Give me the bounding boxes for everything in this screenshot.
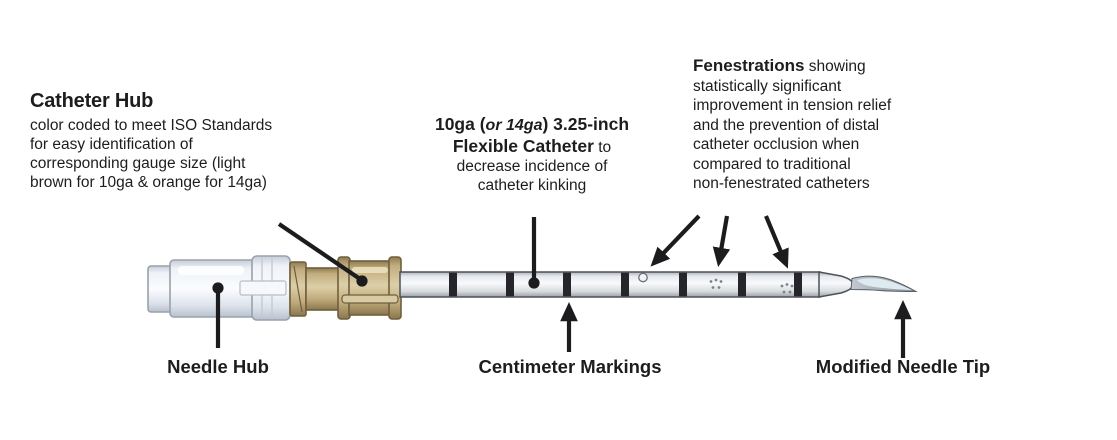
- needle-bevel: [857, 278, 912, 291]
- fenestrations-callout: Fenestrations showing statistically sign…: [693, 56, 945, 194]
- leader-dot: [528, 277, 540, 289]
- catheter-hub-description-line: corresponding gauge size (light: [30, 155, 246, 172]
- catheter-tip-taper: [818, 271, 854, 298]
- catheter-hub-graphic: [289, 256, 402, 320]
- flexible-catheter-gauge: 10ga (: [434, 114, 486, 134]
- fenestrations-lead-line: Fenestrations showing: [693, 56, 945, 77]
- needle-hub-flange: [147, 265, 173, 313]
- centimeter-marking: [563, 272, 571, 297]
- leader-lines: [215, 214, 912, 358]
- catheter-shaft: [399, 271, 821, 298]
- fenestrations-description-line: catheter occlusion when: [693, 136, 860, 153]
- modified-needle-tip-label: Modified Needle Tip: [815, 356, 991, 377]
- fenestration-hole-cluster: [709, 278, 723, 289]
- needle-tip-graphic: [850, 275, 918, 293]
- flexible-catheter-callout: 10ga (or 14ga) 3.25-inch Flexible Cathet…: [393, 114, 671, 195]
- catheter-hub-description: color coded to meet ISO Standards for ea…: [30, 116, 340, 192]
- fenestrations-description-line: non-fenestrated catheters: [693, 175, 870, 192]
- centimeter-marking: [621, 272, 629, 297]
- centimeter-markings-graphic: [449, 272, 802, 297]
- flexible-catheter-title-line1: 10ga (or 14ga) 3.25-inch: [393, 114, 671, 136]
- flexible-catheter-length: ) 3.25-inch: [542, 114, 630, 134]
- needle-hub-label: Needle Hub: [167, 356, 269, 377]
- catheter-shaft-graphic: [399, 271, 854, 298]
- leader-dot: [356, 275, 368, 287]
- flexible-catheter-title-line2: Flexible Catheter to: [393, 136, 671, 157]
- centimeter-marking: [679, 272, 687, 297]
- fenestration-hole: [638, 272, 648, 283]
- flexible-catheter-description-line: decrease incidence of: [456, 158, 608, 175]
- centimeter-marking: [449, 272, 457, 297]
- catheter-hub-title: Catheter Hub: [30, 90, 154, 112]
- flexible-catheter-name: Flexible Catheter: [452, 136, 594, 156]
- fenestrations-title: Fenestrations: [693, 56, 805, 75]
- catheter-hub-leader: [277, 222, 362, 281]
- fenestrations-lead-rest: showing: [804, 58, 866, 75]
- catheter-hub-description-line: brown for 10ga & orange for 14ga): [30, 174, 267, 191]
- catheter-hub-callout: Catheter Hub color coded to meet ISO Sta…: [30, 90, 340, 192]
- fenestration-arrow: [712, 215, 731, 267]
- fenestration-hole-cluster: [780, 283, 794, 294]
- fenestrations-description-line: improvement in tension relief: [693, 97, 892, 114]
- fenestrations-graphic: [638, 272, 794, 294]
- catheter-hub-neck: [305, 267, 341, 311]
- flexible-catheter-alt-gauge: or 14ga: [485, 117, 543, 134]
- catheter-hub-description-line: for easy identification of: [30, 136, 193, 153]
- leader-dot: [212, 282, 224, 294]
- fenestration-arrow: [764, 215, 789, 269]
- leader-dots: [212, 275, 540, 294]
- flexible-catheter-description-line: catheter kinking: [477, 177, 587, 194]
- centimeter-markings-label: Centimeter Markings: [478, 356, 662, 377]
- catheter-hub-grip-band: [388, 256, 402, 320]
- centimeter-marking: [794, 272, 802, 297]
- centimeter-marking: [738, 272, 746, 297]
- fenestration-arrow: [650, 214, 701, 267]
- needle-hub-slot: [239, 280, 287, 296]
- centimeter-marking: [506, 272, 514, 297]
- flexible-catheter-connector: to: [593, 139, 612, 156]
- fenestrations-description-line: statistically significant: [693, 77, 842, 95]
- fenestrations-description-line: compared to traditional: [693, 155, 851, 173]
- catheter-hub-ridge: [341, 294, 399, 304]
- fenestrations-description-line: and the prevention of distal: [693, 116, 880, 134]
- catheter-hub-description-line: color coded to meet ISO Standards: [30, 117, 273, 134]
